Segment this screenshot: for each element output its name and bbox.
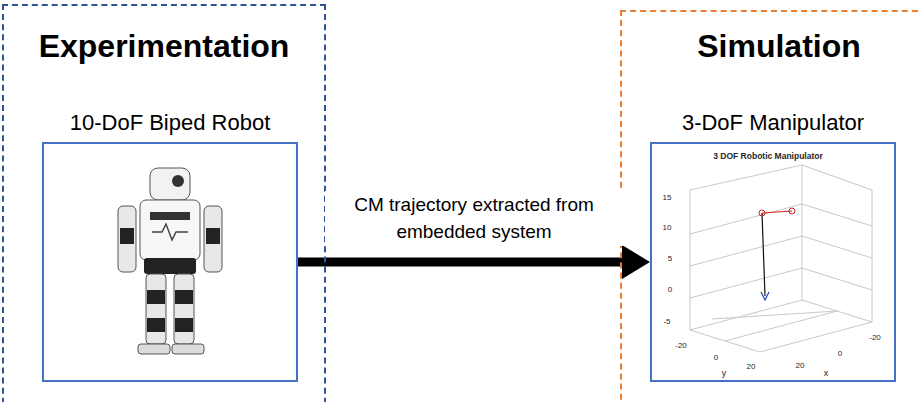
- image-box: 10-DoF Biped Robot: [42, 142, 298, 382]
- plot-axes-part: [690, 165, 872, 330]
- axis-tick-label: 20: [796, 362, 805, 370]
- axis-tick-label: -20: [869, 334, 881, 342]
- robot-illustration: [118, 168, 222, 354]
- robot-illustration-part: [147, 290, 165, 304]
- robot-illustration-part: [140, 200, 200, 260]
- axis-tick-label: -20: [675, 342, 687, 350]
- robot-illustration-part: [138, 344, 170, 354]
- box-heading: 3-DoF Manipulator: [652, 110, 894, 135]
- image-box: 3-DoF Manipulator: [650, 142, 896, 382]
- robot-illustration-part: [172, 344, 204, 354]
- manipulator-drawing-part: [789, 208, 795, 214]
- plot-axes: [690, 165, 872, 352]
- robot-illustration-part: [206, 228, 220, 244]
- axis-tick-label: 10: [663, 224, 672, 232]
- box-heading: 10-DoF Biped Robot: [44, 110, 296, 135]
- manipulator-drawing-part: [761, 292, 769, 300]
- robot-illustration-part: [150, 168, 190, 200]
- axis-tick-label: 20: [747, 363, 756, 371]
- robot-illustration-part: [175, 290, 193, 304]
- group-panel: Experimentation 10-DoF Biped Robot: [2, 4, 326, 402]
- axis-tick-label: 0: [668, 286, 672, 294]
- axis-label: y: [722, 369, 727, 378]
- robot-illustration-part: [204, 206, 222, 272]
- panel-title: Simulation: [622, 28, 918, 65]
- robot-illustration-part: [150, 212, 190, 220]
- edge-label: CM trajectory extracted from embedded sy…: [325, 191, 623, 246]
- plot-axes-part: [690, 165, 872, 190]
- robot-illustration-part: [152, 224, 188, 240]
- robot-illustration-part: [174, 274, 194, 344]
- axis-tick-label: 5: [668, 255, 672, 263]
- manipulator-drawing-part: [762, 213, 765, 296]
- plot-axes-part: [690, 204, 872, 298]
- robot-illustration-part: [144, 258, 196, 274]
- panel-title: Experimentation: [4, 28, 324, 65]
- axis-tick-label: 15: [663, 194, 672, 202]
- robot-illustration-part: [147, 318, 165, 332]
- axis-tick-label: 0: [714, 354, 718, 362]
- robot-illustration-part: [118, 206, 136, 272]
- group-panel: Simulation 3-DoF Manipulator: [620, 10, 918, 402]
- robot-illustration-part: [146, 274, 166, 344]
- robot-illustration-part: [172, 175, 184, 187]
- axis-tick-label: -5: [663, 318, 670, 326]
- robot-illustration-part: [120, 228, 134, 244]
- manipulator-drawing-part: [762, 211, 792, 213]
- robot-illustration-part: [175, 318, 193, 332]
- axis-label: x: [824, 369, 829, 378]
- axis-tick-label: 0: [838, 350, 842, 358]
- plot-title: 3 DOF Robotic Manipulator: [713, 152, 823, 161]
- manipulator-drawing-part: [759, 210, 765, 216]
- plot-axes-part: [690, 300, 872, 352]
- flow-arrow: [298, 245, 650, 279]
- manipulator-drawing: [759, 208, 795, 300]
- plot-axes-part: [712, 311, 837, 341]
